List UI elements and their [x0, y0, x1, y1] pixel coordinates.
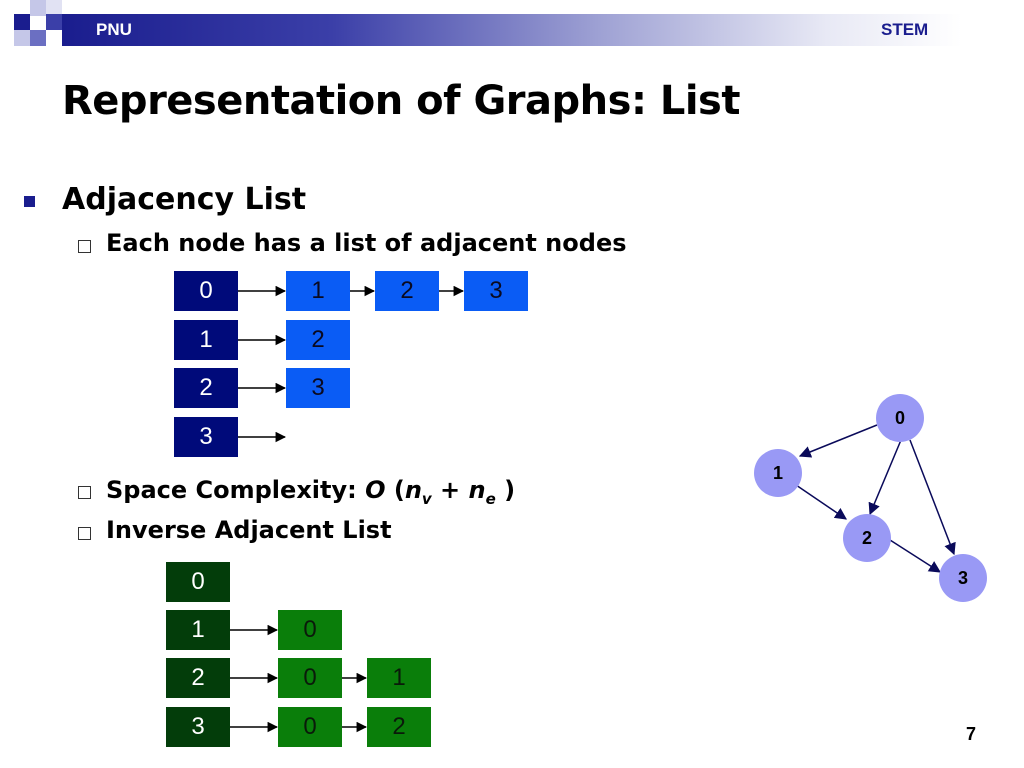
bullet-square-icon [24, 196, 35, 207]
header-deco-square-4 [30, 30, 46, 46]
graph-edge-0-2 [868, 439, 902, 516]
n-v: n [404, 476, 422, 504]
sub-bullet-box-icon [78, 486, 91, 499]
graph-node-0: 0 [876, 394, 924, 442]
slide-title: Representation of Graphs: List [62, 78, 741, 124]
sub-bullet-box-icon [78, 527, 91, 540]
sub-item-inverse-list: Inverse Adjacent List [106, 516, 392, 544]
sub-item-each-node: Each node has a list of adjacent nodes [106, 229, 627, 257]
inv-node-1-0: 0 [278, 610, 342, 650]
n-v-subscript: v [421, 489, 432, 508]
header-deco-square-3 [46, 14, 62, 30]
adj-head-0: 0 [174, 271, 238, 311]
inv-node-3-0: 0 [278, 707, 342, 747]
header-band [62, 14, 962, 46]
n-e-subscript: e [485, 489, 496, 508]
graph-edge-2-3 [889, 539, 942, 573]
space-complexity-prefix: Space Complexity: [106, 476, 366, 504]
inv-node-2-1: 1 [367, 658, 431, 698]
header-deco-square-5 [14, 30, 30, 46]
header-deco-square-6 [46, 0, 62, 14]
big-o: O [365, 476, 386, 504]
inv-head-1: 1 [166, 610, 230, 650]
adj-node-0-2: 2 [375, 271, 439, 311]
adj-head-1: 1 [174, 320, 238, 360]
open-paren: ( [385, 476, 405, 504]
header-left-label: PNU [96, 20, 132, 39]
close-paren: ) [495, 476, 516, 504]
adj-node-0-3: 3 [464, 271, 528, 311]
sub-bullet-box-icon [78, 240, 91, 253]
adj-node-2-3: 3 [286, 368, 350, 408]
adj-head-2: 2 [174, 368, 238, 408]
n-e: n [468, 476, 486, 504]
inv-head-2: 2 [166, 658, 230, 698]
adj-head-3: 3 [174, 417, 238, 457]
inv-head-0: 0 [166, 562, 230, 602]
inv-node-2-0: 0 [278, 658, 342, 698]
graph-node-2: 2 [843, 514, 891, 562]
sub-item-space-complexity: Space Complexity: O (nv + ne ) [106, 476, 515, 508]
adj-node-1-2: 2 [286, 320, 350, 360]
graph-edge-0-3 [909, 439, 956, 556]
bullet-adjacency-list: Adjacency List [62, 182, 307, 217]
adj-node-0-1: 1 [286, 271, 350, 311]
svg-text:0: 0 [895, 408, 905, 428]
svg-text:3: 3 [958, 568, 968, 588]
svg-text:2: 2 [862, 528, 872, 548]
graph-edge-0-1 [798, 424, 878, 458]
header-deco-square-2 [30, 0, 46, 16]
header-right-label: STEM [881, 20, 929, 39]
graph-edge-1-2 [795, 484, 847, 520]
page-number: 7 [966, 724, 977, 744]
graph-node-3: 3 [939, 554, 987, 602]
inv-head-3: 3 [166, 707, 230, 747]
inv-node-3-2: 2 [367, 707, 431, 747]
svg-text:1: 1 [773, 463, 783, 483]
plus-sign: + [431, 476, 469, 504]
graph-node-1: 1 [754, 449, 802, 497]
header-deco-square-1 [14, 14, 30, 30]
